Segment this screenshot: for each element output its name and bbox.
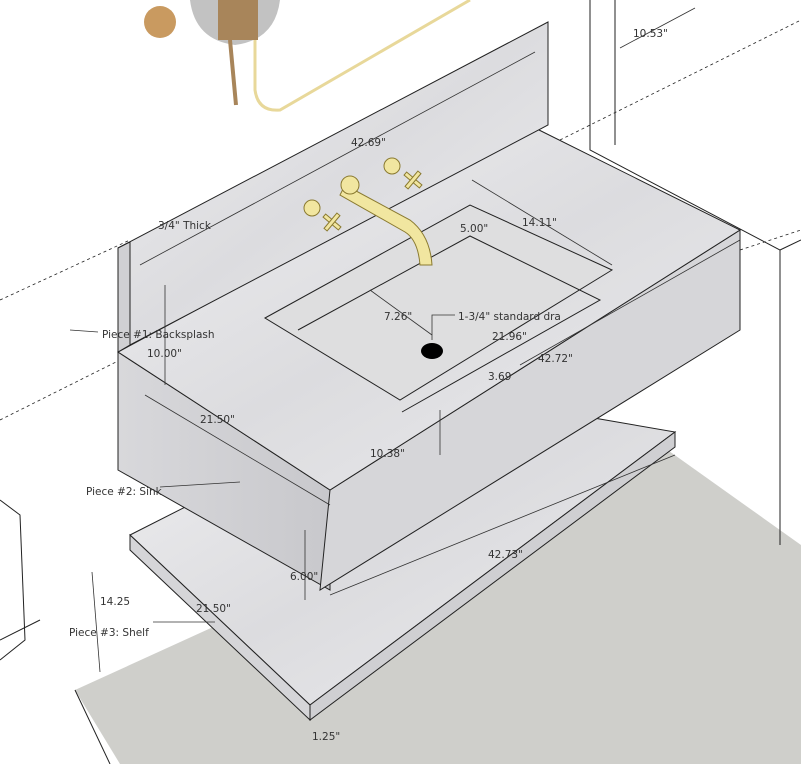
dim-shelf-height: 14.25 — [100, 596, 130, 608]
sink-basin — [264, 204, 614, 401]
faucet — [303, 157, 433, 266]
dim-shelf-thickness: 1.25" — [312, 731, 340, 743]
annotation-labels: Piece #1: Backsplash Piece #2: Sink Piec… — [69, 28, 668, 743]
dim-wall-offset: 10.53" — [633, 28, 668, 40]
dim-basin-side: 3.69 — [488, 371, 511, 383]
drain-hole — [421, 343, 443, 359]
dim-backsplash-length: 42.69" — [351, 137, 386, 149]
mirror-and-light — [144, 0, 471, 112]
label-backsplash: Piece #1: Backsplash — [102, 329, 215, 341]
sink-piece — [117, 127, 742, 591]
dim-sink-height: 6.00" — [290, 571, 318, 583]
label-shelf: Piece #3: Shelf — [69, 627, 149, 639]
dim-basin-front: 10.38" — [370, 448, 405, 460]
label-thickness: 3/4" Thick — [158, 220, 212, 232]
dim-basin-length: 21.96" — [492, 331, 527, 343]
dim-backsplash-height: 10.00" — [147, 348, 182, 360]
dim-basin-width: 14.11" — [522, 217, 557, 229]
dim-shelf-depth: 21.50" — [196, 603, 231, 615]
dimension-lines — [69, 7, 741, 673]
dim-sink-length: 42.72" — [538, 353, 573, 365]
dim-basin-depth: 5.00" — [460, 223, 488, 235]
dim-shelf-length: 42.73" — [488, 549, 523, 561]
label-sink: Piece #2: Sink — [86, 486, 163, 498]
dim-sink-depth: 21.50" — [200, 414, 235, 426]
label-drain: 1-3/4" standard dra — [458, 311, 561, 323]
dim-drain-offset: 7.26" — [384, 311, 412, 323]
